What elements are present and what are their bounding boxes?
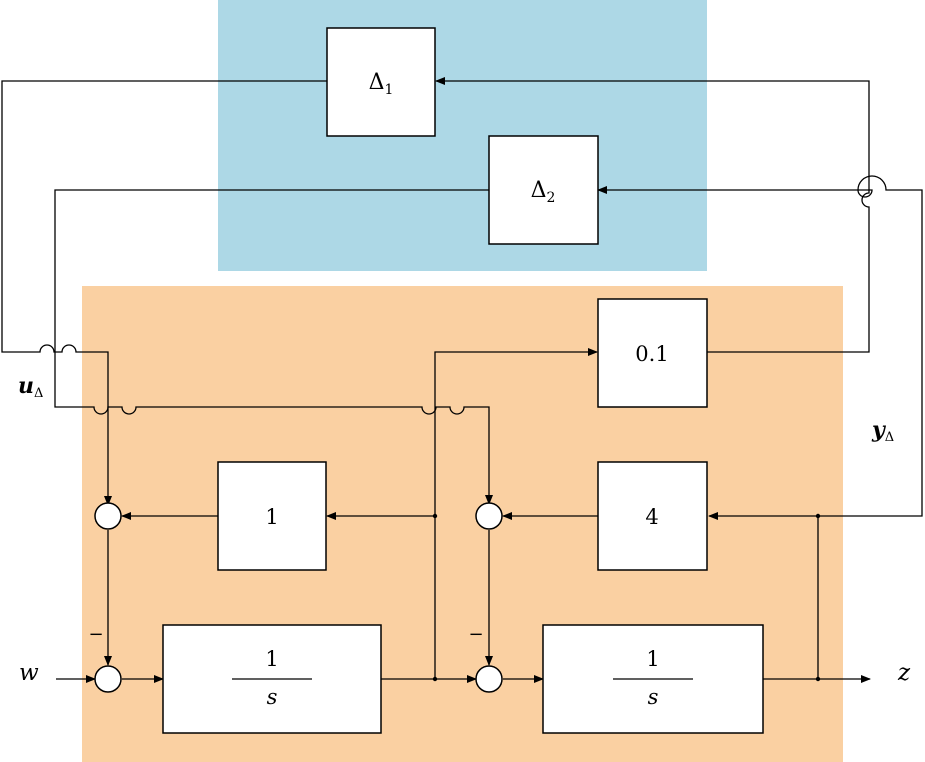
gain-1-block: 1 bbox=[217, 461, 327, 571]
minus-sign-2: − bbox=[468, 624, 483, 645]
wire-delta1-out bbox=[1, 80, 327, 506]
wire-delta2-out bbox=[54, 189, 493, 505]
delta2-subscript: 2 bbox=[546, 190, 555, 206]
junction-dot bbox=[432, 676, 438, 682]
summing-junction-b bbox=[475, 502, 503, 530]
gain-4-label: 4 bbox=[645, 505, 658, 529]
integrator1-denominator: s bbox=[267, 685, 278, 709]
integrator2-numerator: 1 bbox=[646, 647, 659, 671]
gain-1-label: 1 bbox=[265, 505, 278, 529]
z-label: z bbox=[897, 660, 911, 686]
delta1-subscript: 1 bbox=[384, 82, 393, 98]
integrator1-numerator: 1 bbox=[265, 647, 278, 671]
summing-junction-3 bbox=[475, 665, 503, 693]
delta2-block: Δ2 bbox=[488, 135, 599, 245]
gain-0.1-block: 0.1 bbox=[597, 298, 708, 408]
delta2-symbol: Δ bbox=[531, 178, 547, 203]
wire-delta2-in bbox=[597, 175, 923, 517]
y-delta-main: y bbox=[871, 417, 887, 443]
integrator1-block: 1 s bbox=[162, 624, 382, 734]
gain-4-block: 4 bbox=[597, 461, 708, 571]
y-delta-sub: Δ bbox=[885, 430, 894, 445]
integrator2-denominator: s bbox=[648, 685, 659, 709]
junction-dot bbox=[815, 513, 821, 519]
u-delta-main: u bbox=[18, 373, 34, 399]
wire-delta1-in bbox=[435, 77, 870, 353]
u-delta-label: uΔ bbox=[18, 373, 43, 401]
junction-dot bbox=[815, 676, 821, 682]
delta1-block: Δ1 bbox=[326, 27, 436, 137]
junction-dot bbox=[432, 513, 438, 519]
gain-0.1-label: 0.1 bbox=[635, 342, 668, 366]
wire-x1-to-01 bbox=[434, 348, 598, 679]
svg-text:Δ2: Δ2 bbox=[531, 178, 556, 206]
integrator2-block: 1 s bbox=[542, 624, 764, 734]
u-delta-sub: Δ bbox=[34, 386, 43, 401]
minus-sign-1: − bbox=[88, 624, 103, 645]
y-delta-label: yΔ bbox=[871, 417, 894, 445]
svg-text:Δ1: Δ1 bbox=[369, 70, 394, 98]
summing-junction-1 bbox=[94, 665, 122, 693]
summing-junction-a bbox=[94, 502, 122, 530]
uncertainty-region bbox=[218, 0, 707, 271]
w-label: w bbox=[19, 660, 39, 686]
delta1-symbol: Δ bbox=[369, 70, 385, 95]
